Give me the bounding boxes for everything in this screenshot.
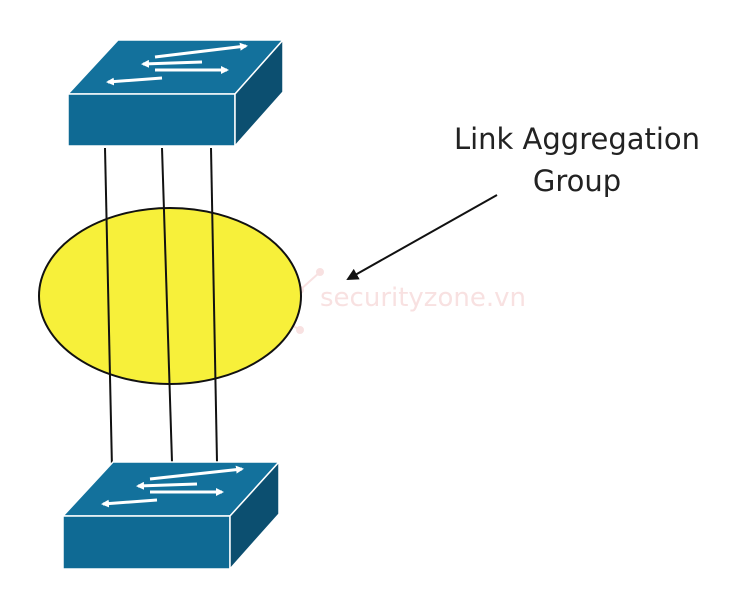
- arrow-left-right-icon: [101, 465, 244, 508]
- callout-arrow: [346, 194, 498, 280]
- aggregated-links: [104, 147, 218, 469]
- network-switch-icon: [66, 38, 285, 148]
- link-2: [161, 147, 173, 463]
- lag-label-line1: Link Aggregation: [454, 122, 700, 156]
- lag-label-line2: Group: [533, 164, 621, 198]
- lag-ellipse: [38, 207, 302, 385]
- arrow-left-right-icon: [106, 42, 248, 86]
- watermark-text: securityzone.vn: [320, 283, 526, 313]
- switch-front-face: [62, 515, 231, 570]
- switch-front-face: [67, 93, 236, 147]
- switch-side-face: [229, 460, 280, 571]
- link-3: [210, 147, 218, 463]
- link-1: [104, 147, 113, 469]
- network-switch-icon: [61, 460, 281, 571]
- switch-side-face: [234, 38, 284, 148]
